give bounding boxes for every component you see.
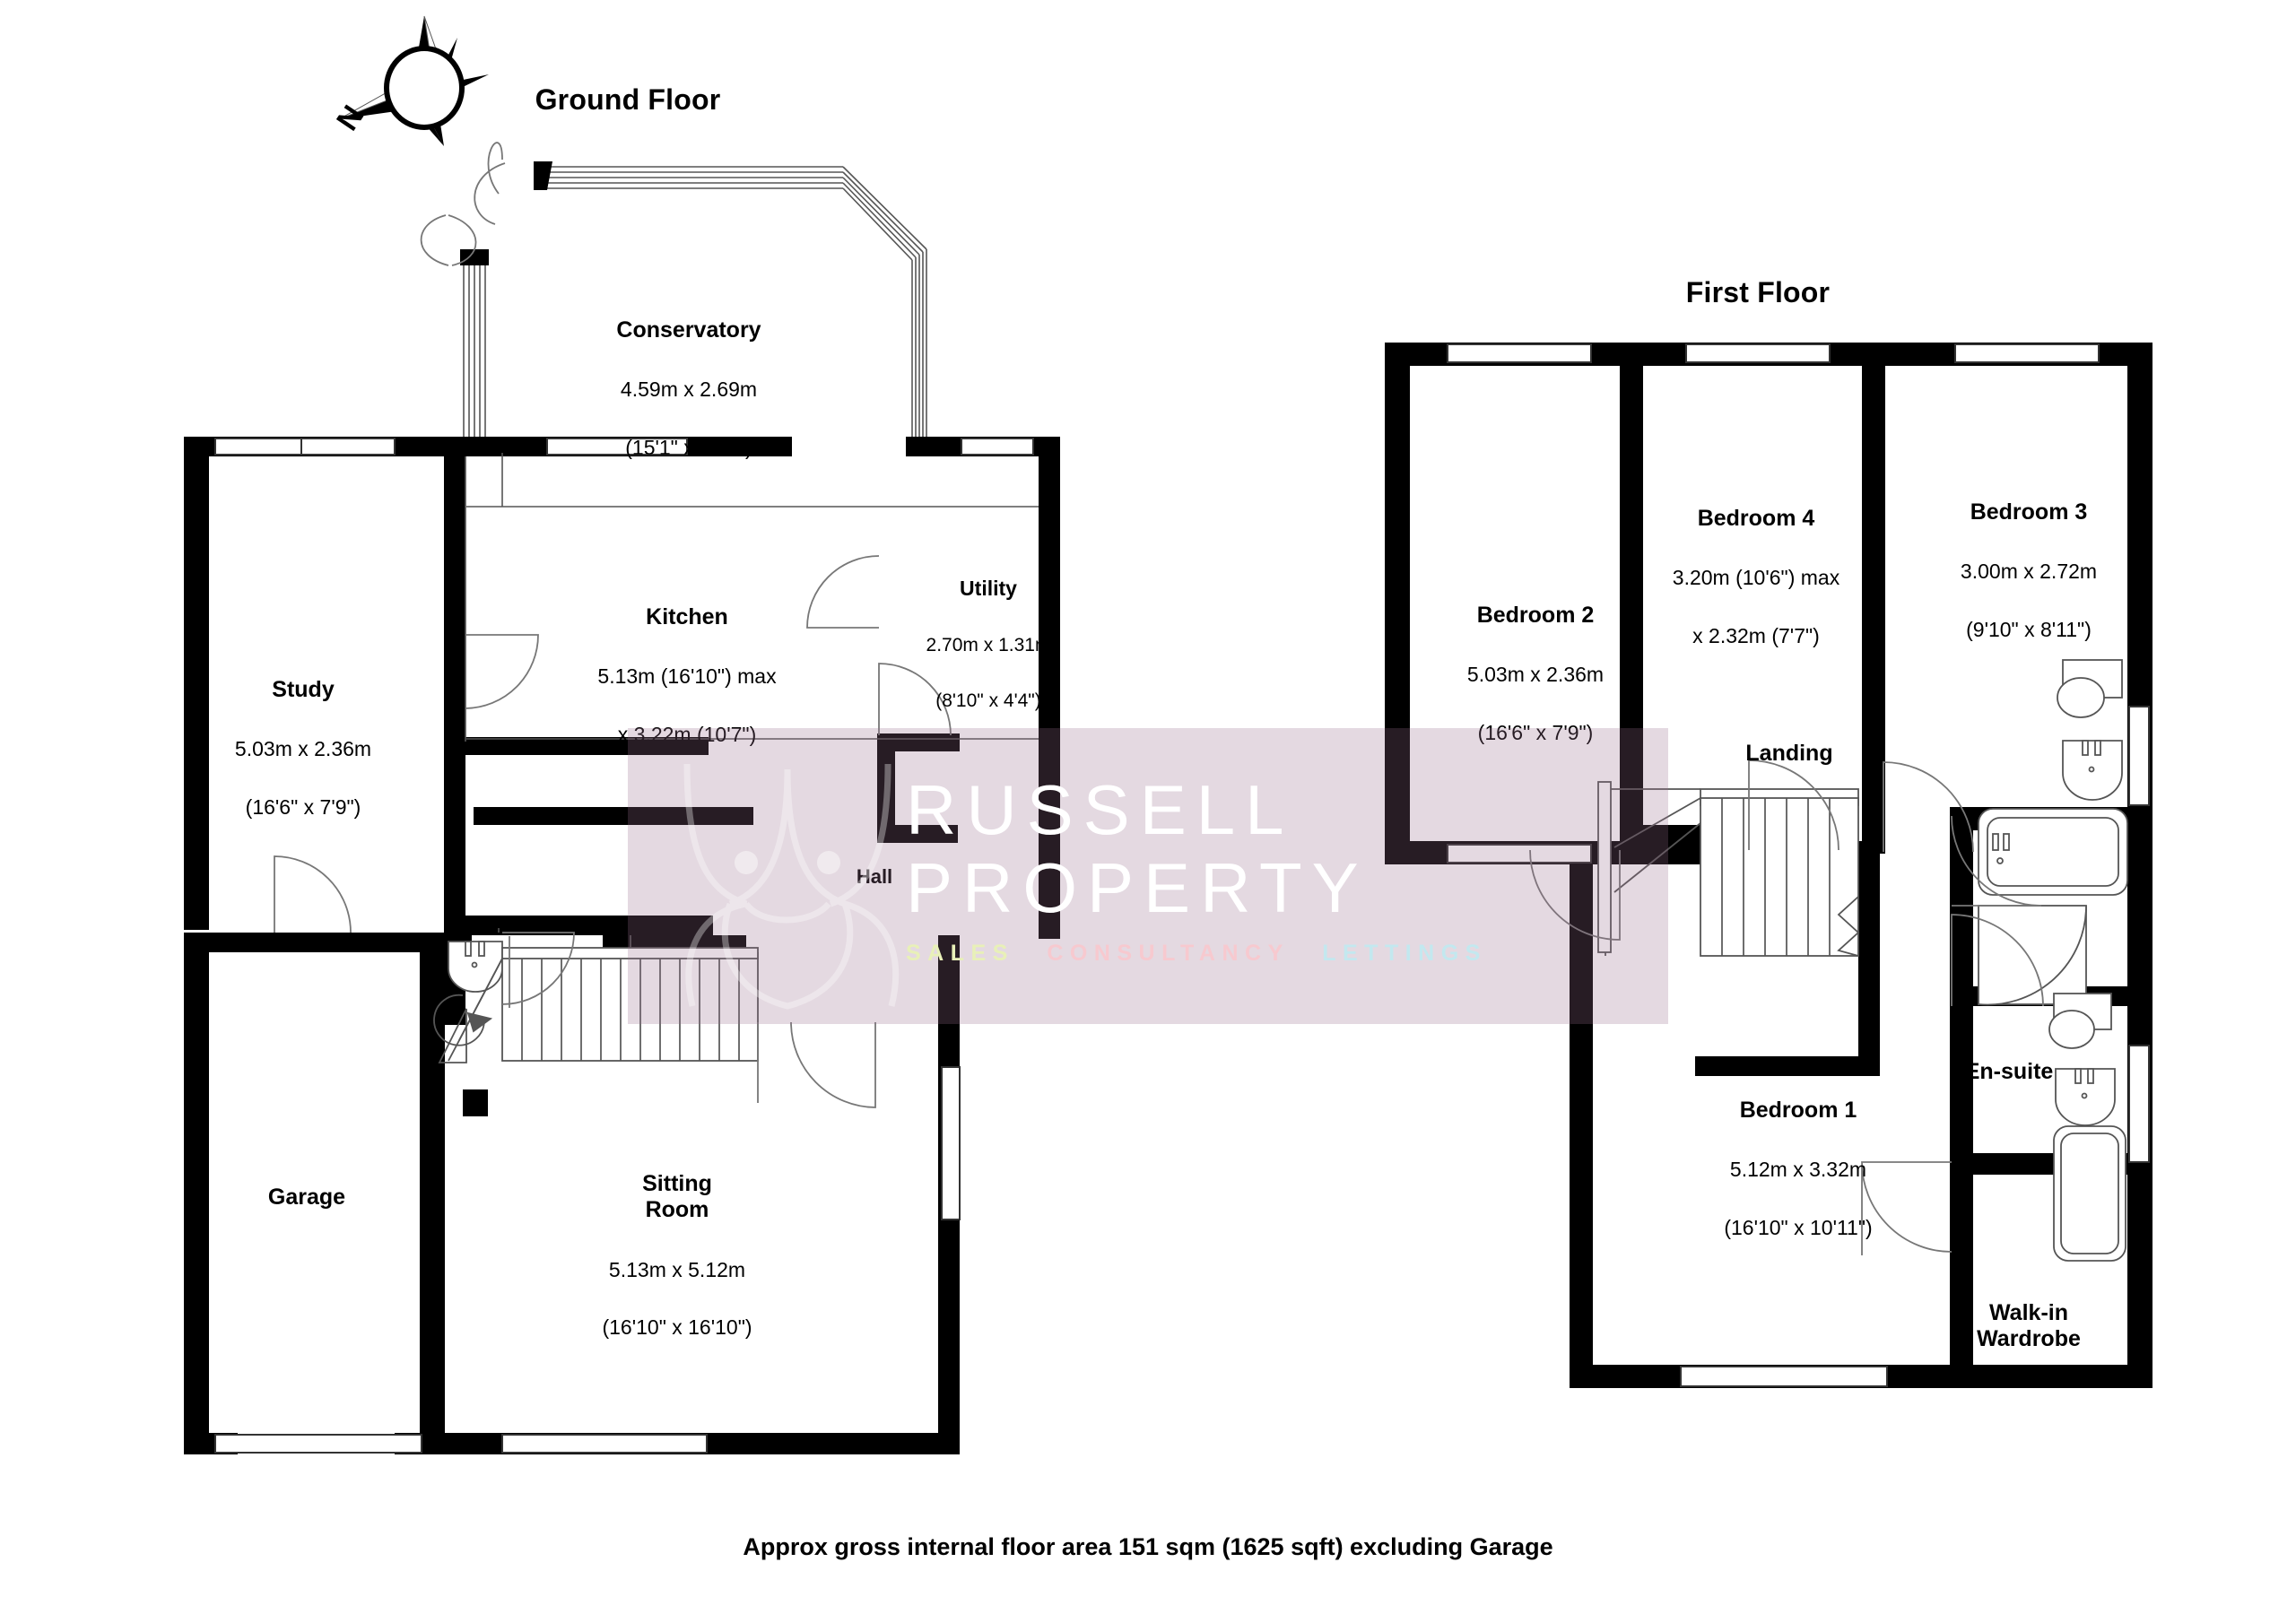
shower-cubicle-icon [1978, 905, 2087, 1006]
cloakroom-basin-icon [448, 941, 503, 993]
ensuite-bath-icon [2053, 1125, 2126, 1262]
first-floor-windows [1447, 343, 2150, 1387]
bathroom-bath-icon [1978, 808, 2128, 896]
first-floor-title: First Floor [1685, 276, 1831, 308]
conservatory-door-jamb-top [534, 161, 552, 190]
ensuite-wc-icon [2048, 993, 2112, 1049]
ground-floor-title: Ground Floor [535, 83, 721, 116]
bathroom-basin-icon [2062, 740, 2123, 801]
compass-rose-icon: N [330, 15, 489, 146]
ensuite-basin-icon [2055, 1068, 2116, 1126]
floor-area-caption: Approx gross internal floor area 151 sqm… [743, 1533, 1553, 1560]
ground-floor-door-swings [274, 555, 952, 1108]
first-floor-door-swings [1529, 759, 2044, 1255]
first-floor-plan [1385, 343, 2152, 1388]
ground-floor-windows [214, 438, 1034, 1454]
bathroom-wc-icon [2057, 659, 2123, 718]
conservatory-door-swing [420, 142, 506, 266]
ground-floor-staircase [433, 947, 759, 1063]
first-floor-staircase [1597, 781, 1860, 957]
conservatory-glazing [463, 166, 927, 448]
conservatory-door-jamb-left [460, 249, 489, 265]
ground-floor-plan [184, 142, 1060, 1454]
